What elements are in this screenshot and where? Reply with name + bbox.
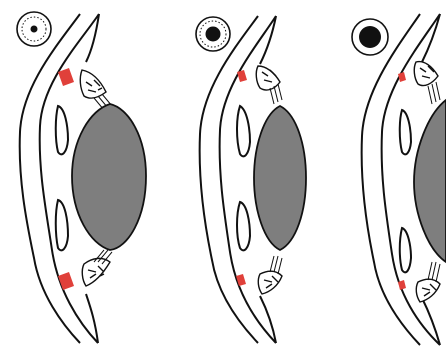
- pupil-large-icon: [352, 19, 388, 55]
- panel-intermediate: [196, 16, 306, 343]
- iris: [400, 110, 411, 272]
- pupil-small-icon: [17, 12, 51, 46]
- lens: [254, 106, 306, 250]
- panel-near: [17, 12, 146, 343]
- iris: [237, 106, 250, 250]
- lens: [414, 100, 446, 262]
- panel-far: [352, 14, 446, 345]
- lens: [72, 104, 146, 250]
- iris: [56, 106, 68, 250]
- pupil-medium-icon: [196, 17, 230, 51]
- ciliary-muscle: [236, 70, 247, 286]
